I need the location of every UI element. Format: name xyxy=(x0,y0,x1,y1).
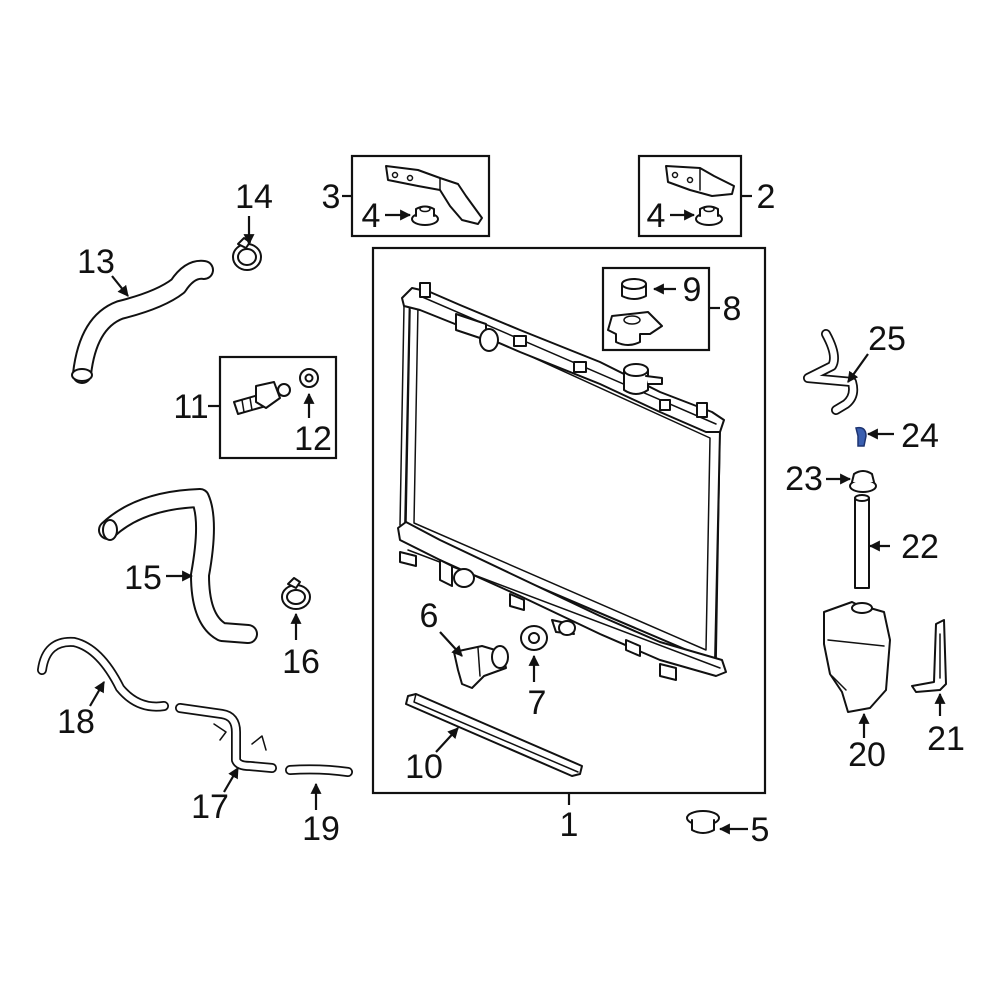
lower-hose[interactable] xyxy=(98,488,258,644)
cushion-right[interactable] xyxy=(695,205,723,226)
seal-strip[interactable] xyxy=(405,693,583,777)
callout-labels: 1 2 3 4 4 5 6 7 8 9 10 11 12 13 14 15 16… xyxy=(57,178,965,849)
callout-19: 19 xyxy=(302,810,340,848)
callout-3: 3 xyxy=(322,178,341,216)
reservoir-tube[interactable] xyxy=(854,494,870,589)
hose-clamp-upper[interactable] xyxy=(232,237,262,271)
leader-lines xyxy=(89,194,946,835)
cushion-left[interactable] xyxy=(411,205,439,226)
coolant-reservoir[interactable] xyxy=(823,601,891,713)
hose-clamp-lower[interactable] xyxy=(281,577,311,610)
hose-clip[interactable] xyxy=(855,426,867,447)
reservoir-cap-hose[interactable] xyxy=(803,329,859,415)
callout-8: 8 xyxy=(723,290,742,328)
callout-10: 10 xyxy=(405,748,443,786)
callout-12: 12 xyxy=(294,420,332,458)
callout-9: 9 xyxy=(683,271,702,309)
callout-2: 2 xyxy=(757,178,776,216)
callout-20: 20 xyxy=(848,736,886,774)
reservoir-bracket[interactable] xyxy=(911,619,947,693)
upper-hose[interactable] xyxy=(71,259,214,384)
callout-14: 14 xyxy=(235,178,273,216)
grommet[interactable] xyxy=(849,470,877,493)
upper-bracket-left[interactable] xyxy=(385,165,483,225)
callout-1: 1 xyxy=(560,806,579,844)
coolant-temp-sensor[interactable] xyxy=(233,381,291,415)
upper-bracket-right[interactable] xyxy=(665,165,735,197)
reservoir-pipe[interactable] xyxy=(175,703,277,773)
sensor-washer[interactable] xyxy=(299,368,319,388)
callout-25: 25 xyxy=(868,320,906,358)
callout-18: 18 xyxy=(57,703,95,741)
drain-plug[interactable] xyxy=(453,645,509,689)
callout-6: 6 xyxy=(420,597,439,635)
lower-cushion[interactable] xyxy=(686,810,720,834)
callout-16: 16 xyxy=(282,643,320,681)
callout-22: 22 xyxy=(901,528,939,566)
radiator-cap-seal[interactable] xyxy=(621,278,647,300)
callout-11: 11 xyxy=(173,388,208,426)
callout-23: 23 xyxy=(785,460,823,498)
callout-13: 13 xyxy=(77,243,115,281)
connector-hose[interactable] xyxy=(285,764,353,777)
overflow-hose[interactable] xyxy=(37,636,169,712)
drain-washer[interactable] xyxy=(520,625,548,651)
callout-5: 5 xyxy=(751,811,770,849)
callout-17: 17 xyxy=(191,788,229,826)
callout-4-right: 4 xyxy=(647,197,666,235)
radiator-core[interactable] xyxy=(397,282,727,681)
callout-24: 24 xyxy=(901,417,939,455)
callout-15: 15 xyxy=(124,559,162,597)
sensor-group-box xyxy=(218,355,338,460)
callout-4-left: 4 xyxy=(362,197,381,235)
callout-21: 21 xyxy=(927,720,965,758)
callout-7: 7 xyxy=(528,684,547,722)
radiator-cap[interactable] xyxy=(607,311,663,346)
